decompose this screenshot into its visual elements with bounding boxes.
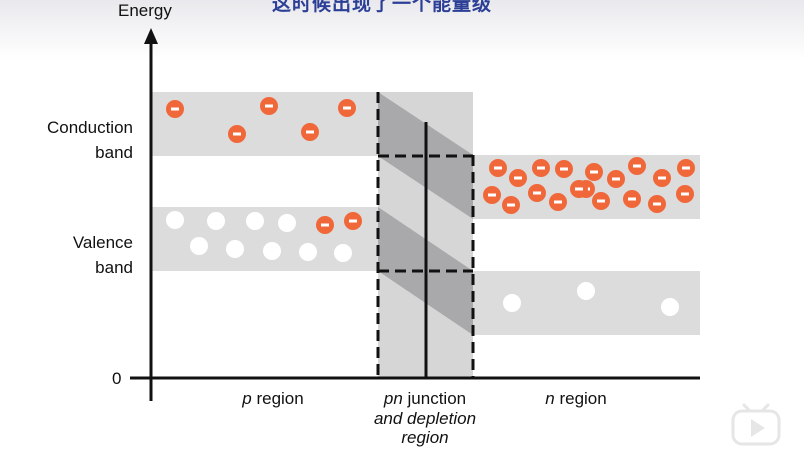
minus-sign [554,200,562,204]
minus-sign [682,166,690,170]
electron [301,123,319,141]
minus-sign [653,202,661,206]
hole [577,282,595,300]
electron [648,195,666,213]
electron [316,216,334,234]
valence-band-label-line2: band [95,258,133,277]
n-region-label: n region [545,389,606,408]
play-button[interactable] [727,403,787,447]
hole [207,212,225,230]
hole [190,237,208,255]
hole [299,243,317,261]
minus-sign [494,166,502,170]
minus-sign [612,177,620,181]
electron [344,212,362,230]
minus-sign [171,107,179,111]
charge-carriers [166,97,695,316]
electron [532,159,550,177]
minus-sign [514,176,522,180]
hole [166,211,184,229]
hole [278,214,296,232]
electron [489,159,507,177]
electron [570,180,588,198]
electron [166,100,184,118]
electron [260,97,278,115]
electron [653,169,671,187]
minus-sign [306,130,314,134]
electron [677,159,695,177]
valence-band-label-line1: Valence [73,233,133,252]
p-region-label: p region [241,389,303,408]
electron [592,192,610,210]
electron [528,184,546,202]
pn-letters: pn [383,389,403,408]
minus-sign [321,223,329,227]
n-region-text: region [555,389,607,408]
electron [228,125,246,143]
n-region-letter: n [545,389,554,408]
minus-sign [575,187,583,191]
pn-junction-label: pn junction [383,389,466,408]
conduction-band-label-line2: band [95,143,133,162]
minus-sign [343,106,351,110]
hole [334,244,352,262]
electron [483,186,501,204]
minus-sign [633,164,641,168]
electron [623,190,641,208]
electron [676,185,694,203]
minus-sign [560,167,568,171]
minus-sign [597,199,605,203]
subtitle-caption: 这时候出现了一个能量级 [272,0,493,15]
top-gradient-overlay [0,0,804,60]
electron [628,157,646,175]
depletion-label-line1: and depletion [374,409,476,428]
electron [338,99,356,117]
hole [263,242,281,260]
p-region-letter: p [241,389,251,408]
depletion-label-line2: region [401,428,448,447]
minus-sign [590,170,598,174]
y-axis-arrow [144,28,158,44]
hole [226,240,244,258]
minus-sign [233,132,241,136]
minus-sign [349,219,357,223]
minus-sign [533,191,541,195]
minus-sign [537,166,545,170]
electron [502,196,520,214]
electron [585,163,603,181]
minus-sign [507,203,515,207]
minus-sign [628,197,636,201]
electron [509,169,527,187]
pn-junction-text: junction [403,389,466,408]
zero-label: 0 [112,369,121,388]
electron [549,193,567,211]
minus-sign [658,176,666,180]
hole [503,294,521,312]
minus-sign [681,192,689,196]
hole [246,212,264,230]
p-region-text: region [252,389,304,408]
conduction-band-label-line1: Conduction [47,118,133,137]
play-icon [731,403,781,446]
minus-sign [265,104,273,108]
y-axis-label: Energy [118,1,172,20]
electron [555,160,573,178]
minus-sign [488,193,496,197]
electron [607,170,625,188]
hole [661,298,679,316]
